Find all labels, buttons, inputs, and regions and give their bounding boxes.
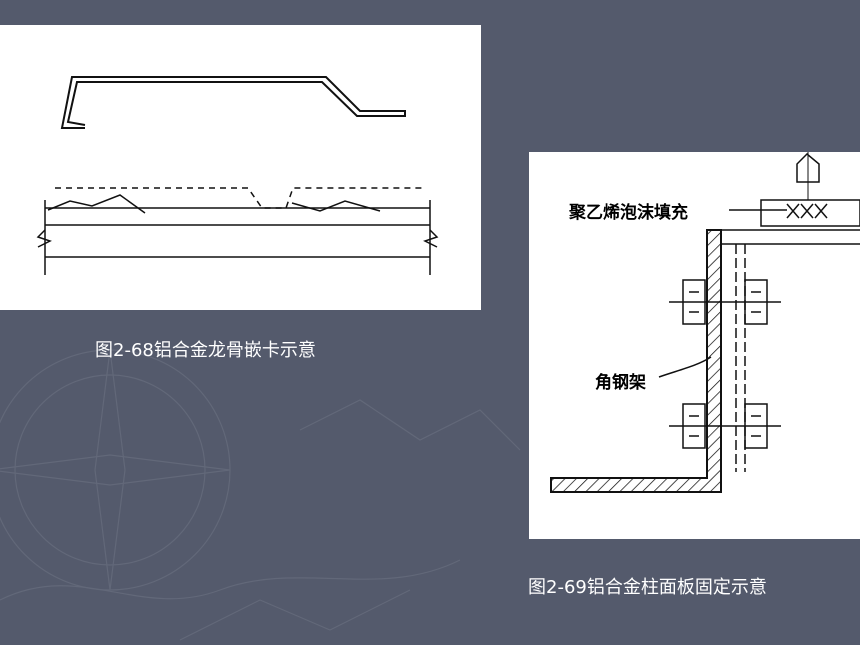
caption-column-panel: 图2-69铝合金柱面板固定示意 bbox=[528, 577, 767, 598]
figure-column-panel: 聚乙烯泡沫填充 角钢架 bbox=[529, 152, 860, 539]
label-foam-fill: 聚乙烯泡沫填充 bbox=[568, 202, 688, 223]
caption-keel-clip: 图2-68铝合金龙骨嵌卡示意 bbox=[95, 340, 316, 361]
label-angle-steel: 角钢架 bbox=[595, 372, 646, 393]
keel-clip-drawing bbox=[36, 76, 439, 275]
figure-keel-clip bbox=[0, 25, 481, 310]
column-panel-drawing: 聚乙烯泡沫填充 角钢架 bbox=[550, 152, 860, 493]
